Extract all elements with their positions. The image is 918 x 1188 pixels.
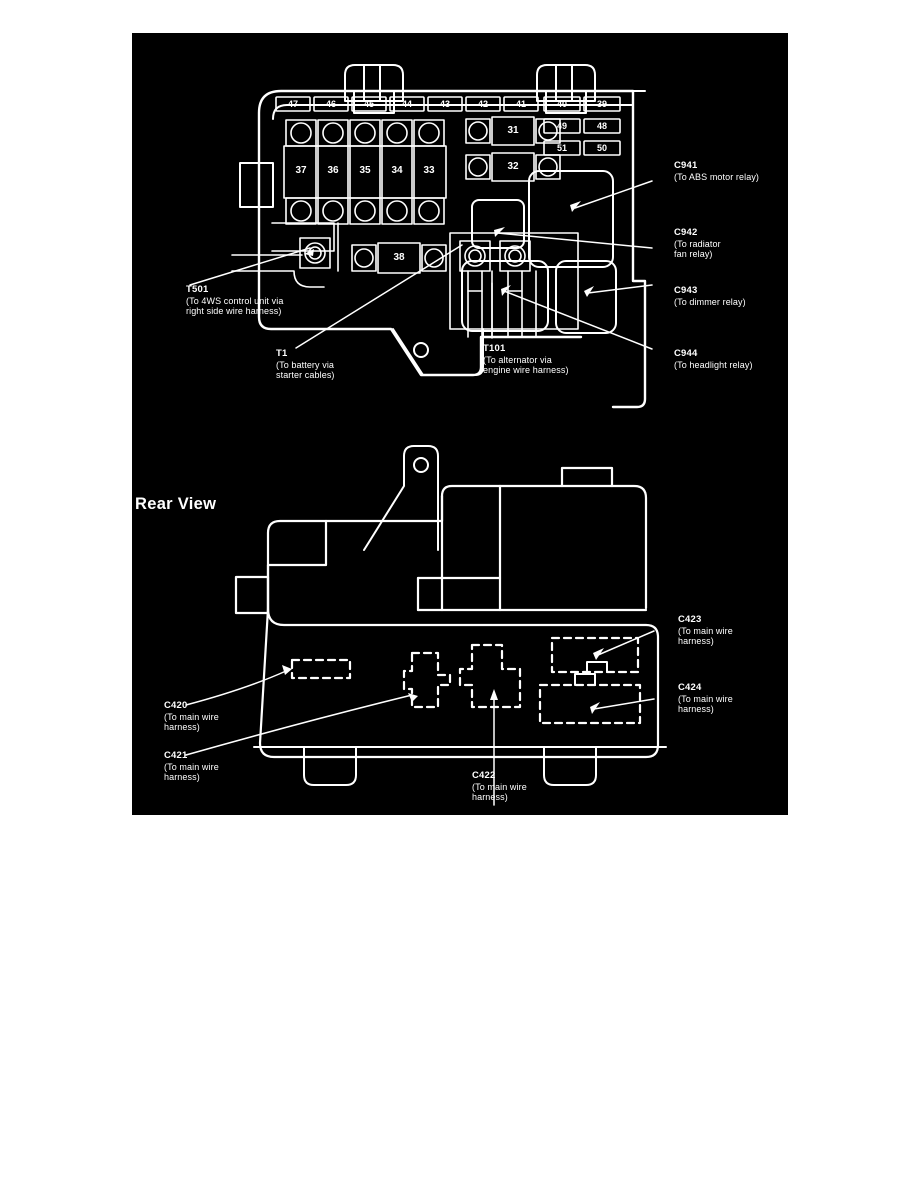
fuse-label-36: 36 [327, 165, 339, 176]
bottom-mount-ear [392, 328, 484, 376]
label-c942: C942 (To radiator fan relay) [674, 227, 721, 259]
relay-c941 [528, 170, 614, 268]
connector-c420 [290, 658, 352, 680]
relay-c943 [555, 260, 617, 334]
fuse-label-51: 51 [556, 143, 567, 153]
rear-dashed-connectors [290, 636, 642, 725]
fuse-label-34: 34 [391, 165, 403, 176]
fuse-label-39: 39 [596, 99, 607, 109]
diagram-canvas: 47 46 45 44 43 42 41 40 39 49 48 51 50 3… [132, 33, 788, 815]
front-leader-lines [189, 180, 653, 350]
fuse-label-32: 32 [507, 161, 519, 172]
fuse-row-top [275, 96, 621, 112]
fuse-label-47: 47 [287, 99, 298, 109]
relay-blocks [461, 170, 617, 334]
fuse-label-42: 42 [477, 99, 488, 109]
fuse-label-31: 31 [507, 125, 519, 136]
left-side-box [239, 162, 274, 208]
fuse-38-group [351, 242, 447, 274]
label-c944: C944 (To headlight relay) [674, 348, 753, 370]
fuse-label-43: 43 [439, 99, 450, 109]
front-body-outline [257, 89, 647, 409]
fuse-row-49-48 [543, 118, 621, 134]
fuse-label-48: 48 [596, 121, 607, 131]
connector-c422 [458, 643, 522, 709]
rear-leader-lines [185, 630, 655, 806]
mount-hole-front [413, 342, 429, 358]
label-c423: C423 (To main wire harness) [678, 614, 733, 646]
mount-hole-rear [413, 457, 429, 473]
connector-c421 [402, 651, 452, 709]
fuse-label-38: 38 [393, 252, 405, 263]
t501-terminal [231, 222, 339, 288]
rear-body-outline [234, 466, 660, 759]
label-c422: C422 (To main wire harness) [472, 770, 527, 802]
fuse-label-50: 50 [596, 143, 607, 153]
connector-c424 [538, 683, 642, 725]
relay-c942 [471, 199, 525, 249]
fuse-label-44: 44 [401, 99, 412, 109]
connector-c423 [550, 636, 640, 674]
battery-alt-terminals [449, 232, 579, 338]
relay-c944 [461, 260, 549, 332]
label-c420: C420 (To main wire harness) [164, 700, 219, 732]
fuse-label-37: 37 [295, 165, 307, 176]
label-c424: C424 (To main wire harness) [678, 682, 733, 714]
label-t501: T501 (To 4WS control unit via right side… [186, 284, 284, 316]
fuse-column-group [283, 119, 447, 225]
fuse-label-33: 33 [423, 165, 435, 176]
fuse-label-41: 41 [515, 99, 526, 109]
label-t101: T101 (To alternator via engine wire harn… [483, 343, 569, 375]
label-c941: C941 (To ABS motor relay) [674, 160, 760, 182]
fuse-row-51-50 [543, 140, 621, 156]
rear-bottom-tabs [253, 746, 667, 786]
fuse-label-46: 46 [325, 99, 336, 109]
rear-mount-ear [363, 445, 439, 551]
fuse-label-35: 35 [359, 165, 371, 176]
rear-top-tab [560, 466, 614, 488]
fuse-label-45: 45 [363, 99, 374, 109]
rear-connector-keys [574, 661, 608, 686]
fuse-label-40: 40 [556, 99, 567, 109]
fuse-stack-right [465, 116, 561, 182]
rear-view-title: Rear View [135, 495, 217, 513]
fuse-label-49: 49 [556, 121, 567, 131]
label-c943: C943 (To dimmer relay) [674, 285, 746, 307]
label-c421: C421 (To main wire harness) [164, 750, 219, 782]
label-t1: T1 (To battery via starter cables) [276, 348, 335, 380]
fuse-box-diagram-svg [185, 64, 667, 806]
